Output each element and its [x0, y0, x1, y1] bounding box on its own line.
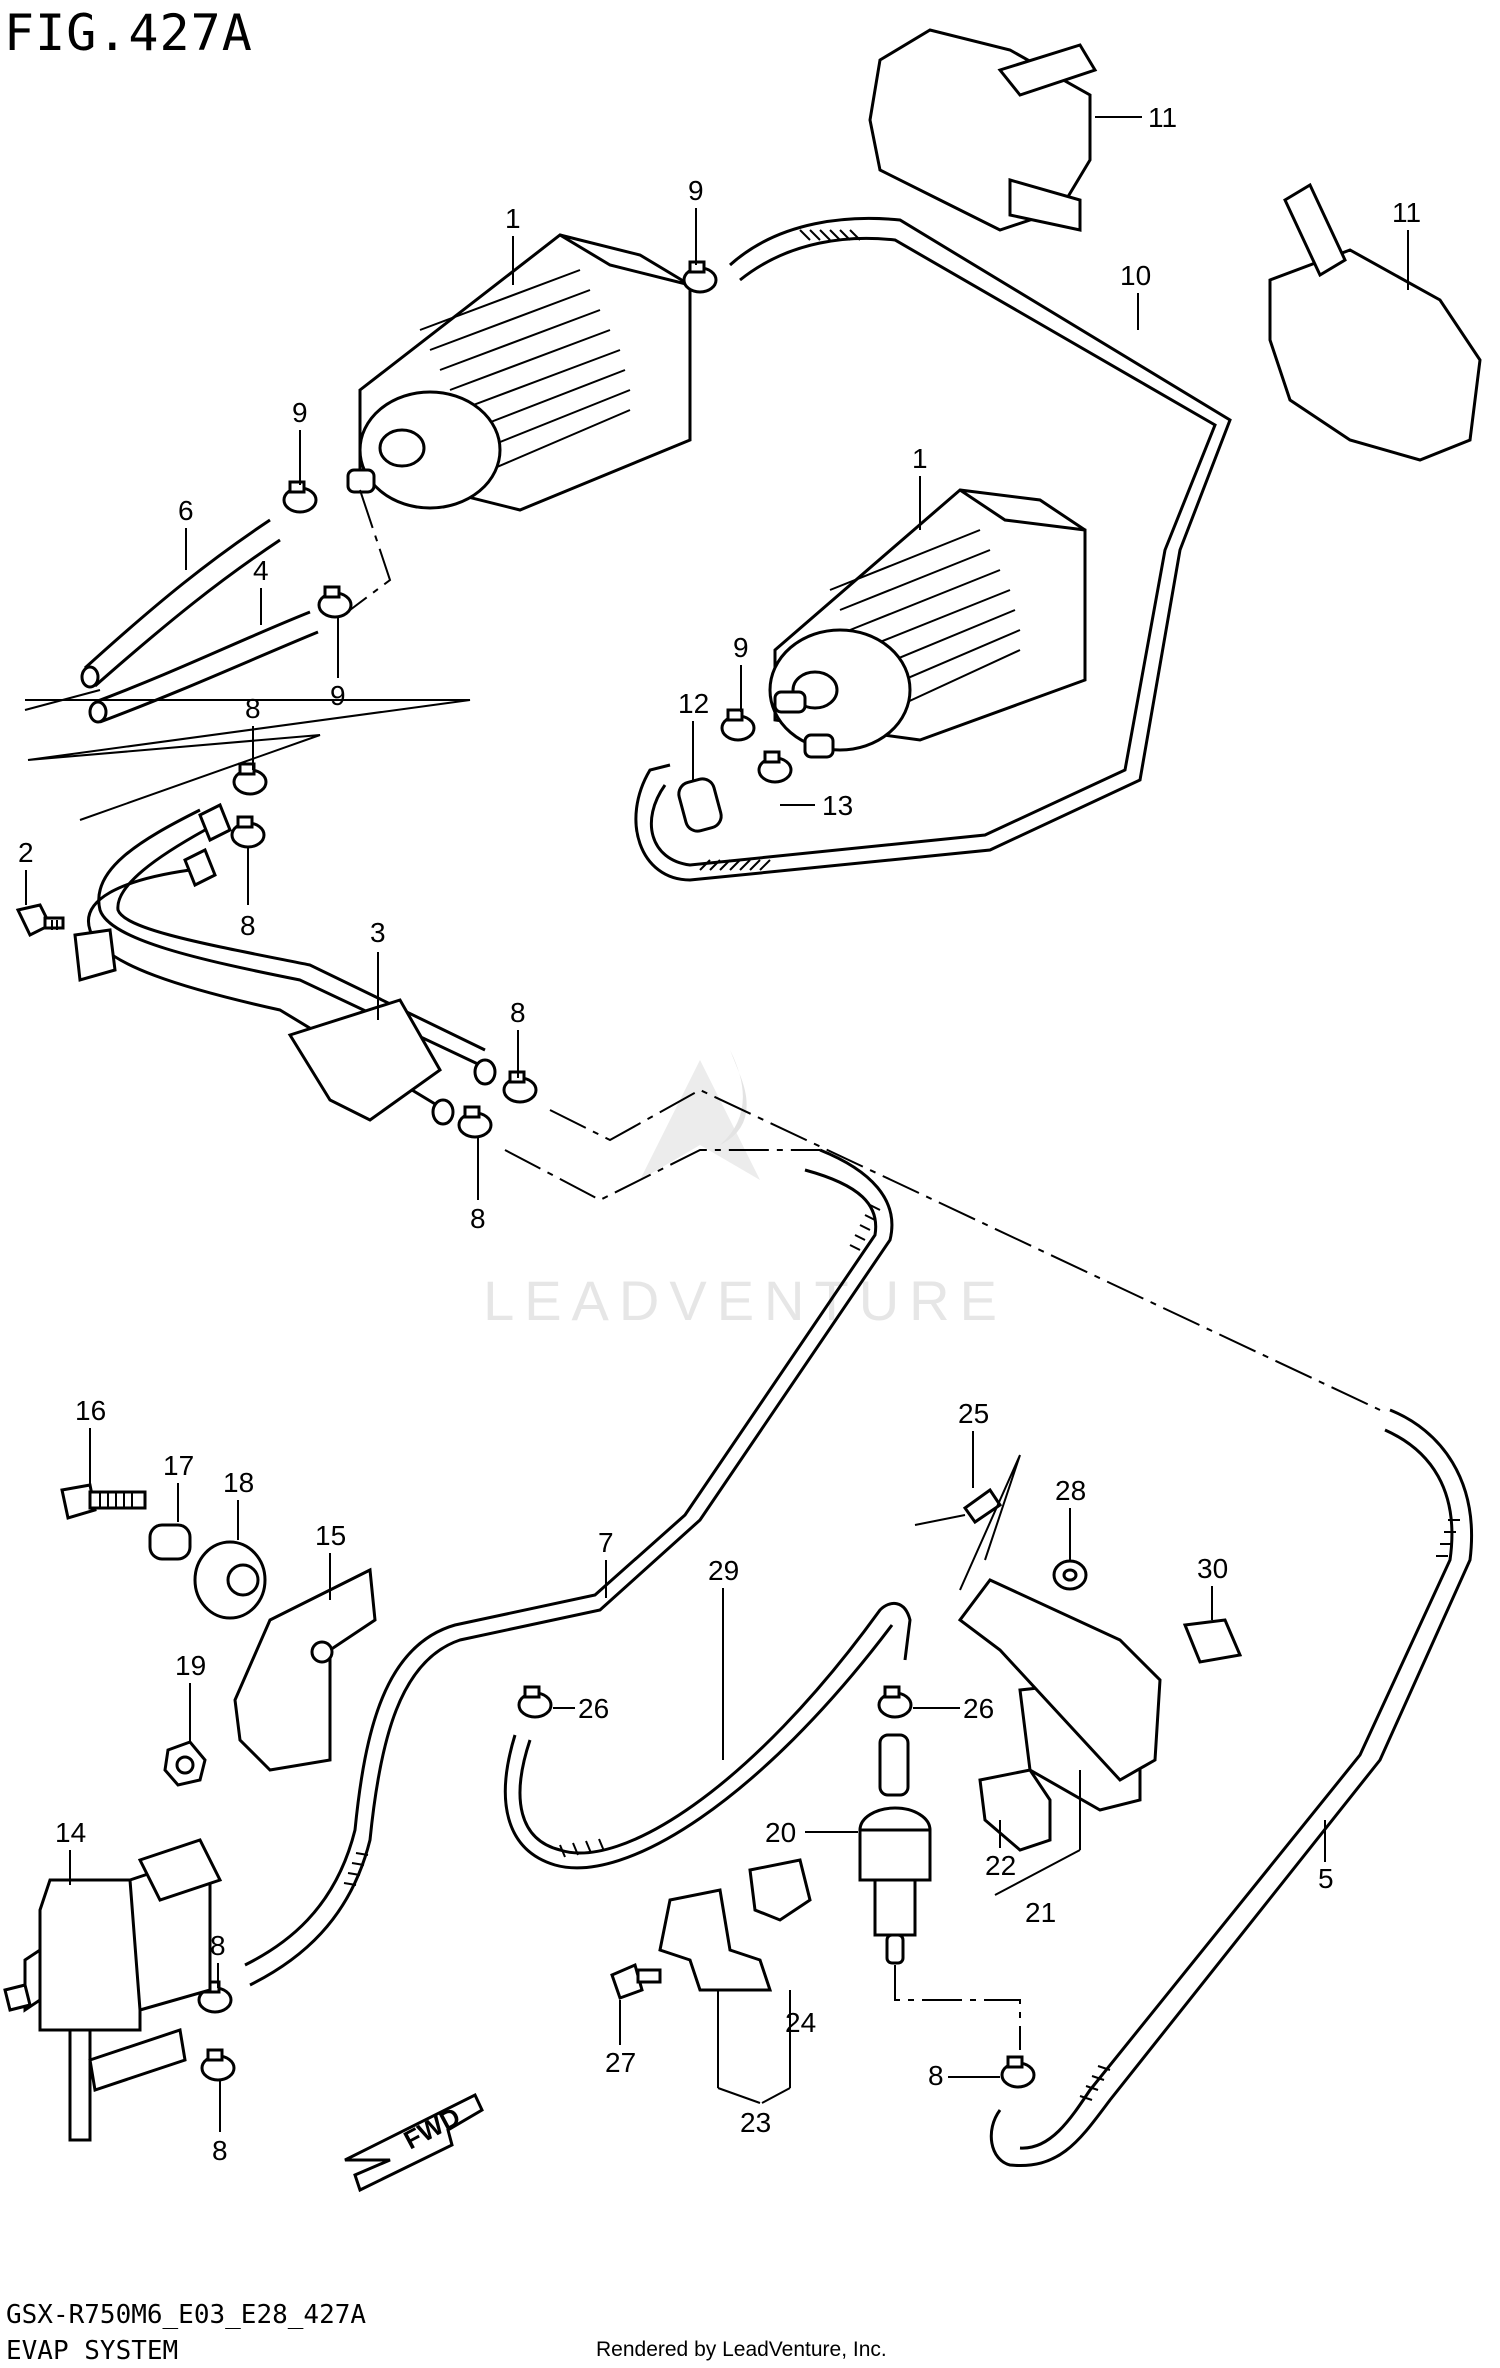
callout-20: 20 [765, 1817, 796, 1848]
callout-24: 24 [785, 2007, 816, 2038]
clamp-24[interactable] [748, 1858, 812, 1922]
callout-26b: 26 [963, 1693, 994, 1724]
callout-7: 7 [598, 1527, 614, 1558]
model-code: GSX-R750M6_E03_E28_427A [6, 2300, 367, 2330]
callout-22: 22 [985, 1850, 1016, 1881]
pipe-assembly-3[interactable] [73, 802, 497, 1126]
leadventure-watermark: LEADVENTURE [483, 1050, 1007, 1332]
clamp-9-left[interactable] [282, 480, 318, 514]
clamp-26-right[interactable] [877, 1685, 913, 1719]
clamp-8-d[interactable] [457, 1105, 493, 1139]
clamp-8-g[interactable] [1000, 2055, 1036, 2089]
clamp-9-right[interactable] [720, 708, 756, 742]
callout-9b: 9 [292, 397, 308, 428]
callout-12: 12 [678, 688, 709, 719]
callout-30: 30 [1197, 1553, 1228, 1584]
bolt-16[interactable] [60, 1483, 147, 1520]
callout-1b: 1 [912, 443, 928, 474]
cap-12[interactable] [676, 776, 724, 834]
figure-title: FIG.427A [4, 4, 253, 62]
callout-4: 4 [253, 555, 269, 586]
solenoid-valve-14[interactable] [3, 1838, 223, 2142]
callout-21: 21 [1025, 1897, 1056, 1928]
callout-5: 5 [1318, 1863, 1334, 1894]
hose-29[interactable] [503, 1601, 912, 1870]
collar-17[interactable] [148, 1523, 192, 1561]
bracket-11-right[interactable] [1268, 182, 1482, 462]
callout-26a: 26 [578, 1693, 609, 1724]
callout-13: 13 [822, 790, 853, 821]
callout-8f: 8 [212, 2135, 228, 2166]
fwd-arrow: FWD [344, 2092, 484, 2193]
plate-assembly-21[interactable] [957, 1578, 1162, 1782]
render-credit: Rendered by LeadVenture, Inc. [596, 2338, 887, 2361]
washer-28[interactable] [1052, 1559, 1088, 1591]
callout-6: 6 [178, 495, 194, 526]
callout-23: 23 [740, 2107, 771, 2138]
callout-9a: 9 [688, 175, 704, 206]
nut-19[interactable] [163, 1740, 207, 1787]
callout-16: 16 [75, 1395, 106, 1426]
callout-8g: 8 [928, 2060, 944, 2091]
callout-8e: 8 [210, 1930, 226, 1961]
hose-5[interactable] [989, 1408, 1473, 2168]
hose-7[interactable] [244, 1148, 894, 1987]
callout-28: 28 [1055, 1475, 1086, 1506]
hose-10[interactable] [634, 216, 1232, 882]
hose-4[interactable] [88, 610, 319, 724]
clip-22[interactable] [978, 1768, 1052, 1852]
screw-27[interactable] [610, 1962, 662, 2000]
rivet-25[interactable] [914, 1487, 1003, 1526]
callout-14: 14 [55, 1817, 86, 1848]
canister-lower[interactable] [768, 488, 1087, 759]
callout-15: 15 [315, 1520, 346, 1551]
clamp-8-b[interactable] [230, 815, 266, 849]
callout-27: 27 [605, 2047, 636, 2078]
grommet-18[interactable] [193, 1540, 267, 1620]
callout-8d: 8 [470, 1203, 486, 1234]
watermark-text: LEADVENTURE [483, 1269, 1007, 1332]
callout-29: 29 [708, 1555, 739, 1586]
callout-11b: 11 [1392, 197, 1421, 228]
clamp-9-upper[interactable] [682, 260, 718, 294]
callout-10: 10 [1120, 260, 1151, 291]
clamp-26-left[interactable] [517, 1685, 553, 1719]
section-name: EVAP SYSTEM [6, 2336, 179, 2366]
callout-19: 19 [175, 1650, 206, 1681]
connection-lines [24, 489, 1381, 2050]
cushion-30[interactable] [1182, 1618, 1243, 1664]
callout-8b: 8 [240, 910, 256, 941]
clamp-8-f[interactable] [200, 2048, 236, 2082]
bracket-15[interactable] [233, 1567, 377, 1772]
callout-2: 2 [18, 837, 34, 868]
clamp-8-c[interactable] [502, 1070, 538, 1104]
callout-11a: 11 [1148, 102, 1177, 133]
callout-1a: 1 [505, 203, 521, 234]
clamp-13[interactable] [757, 750, 793, 784]
fuel-filter-20[interactable] [858, 1733, 932, 1965]
clamp-23[interactable] [658, 1888, 773, 1992]
bracket-11-upper[interactable] [868, 28, 1098, 232]
hose-6[interactable] [80, 518, 281, 689]
callout-9d: 9 [733, 632, 749, 663]
bolt-2[interactable] [15, 903, 65, 938]
callout-18: 18 [223, 1467, 254, 1498]
callouts: 1 1 2 3 4 5 6 7 8 8 8 8 8 8 8 9 9 9 9 [18, 102, 1421, 2166]
callout-8a: 8 [245, 693, 261, 724]
callout-25: 25 [958, 1398, 989, 1429]
callout-8c: 8 [510, 997, 526, 1028]
callout-3: 3 [370, 917, 386, 948]
callout-17: 17 [163, 1450, 194, 1481]
callout-9c: 9 [330, 680, 346, 711]
clamp-9-lower-left[interactable] [317, 585, 353, 619]
clamp-8-a[interactable] [232, 762, 268, 796]
canister-upper[interactable] [346, 233, 692, 512]
